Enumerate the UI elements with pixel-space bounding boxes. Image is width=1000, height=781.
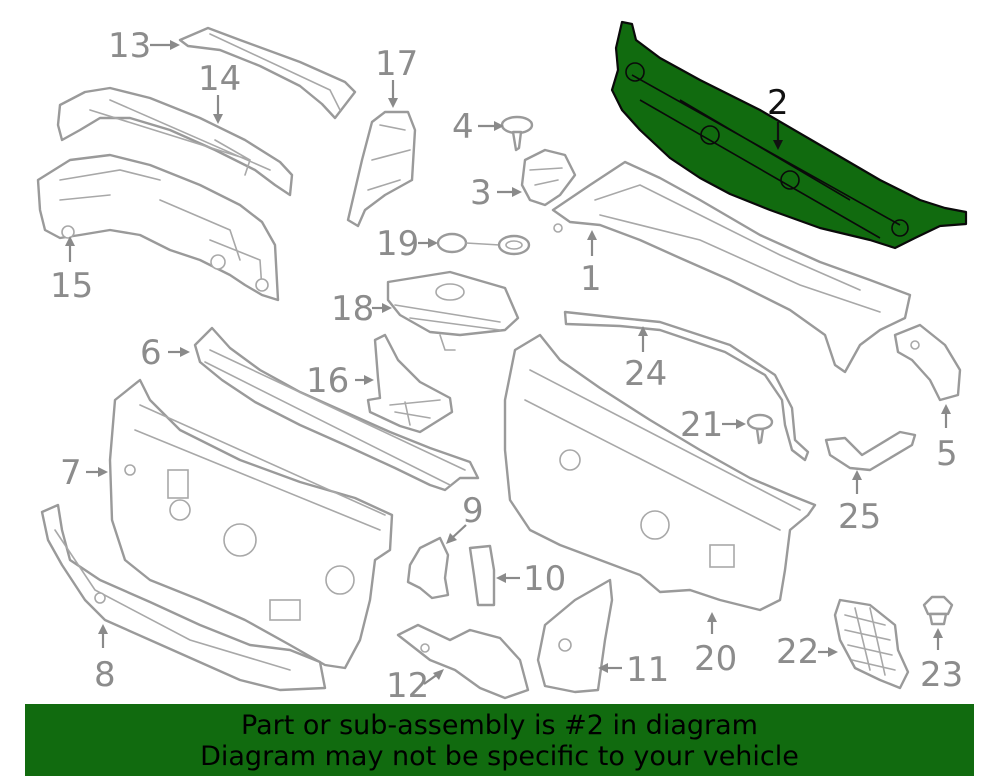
svg-text:3: 3 [470,173,492,213]
svg-text:8: 8 [94,655,116,695]
part-9-bracket [406,536,450,600]
callout-22: 22 [776,632,838,672]
callout-23: 23 [920,628,963,695]
banner-line-2: Diagram may not be specific to your vehi… [200,741,799,772]
part-1-cowl-upper [551,160,912,374]
svg-text:16: 16 [306,361,349,401]
part-19-grommet [436,232,531,256]
part-12-bracket [396,623,530,700]
svg-text:18: 18 [331,289,374,329]
callout-21: 21 [680,405,746,445]
part-13-rail [178,26,357,120]
svg-text:17: 17 [375,44,418,84]
callout-20: 20 [694,612,737,679]
svg-text:14: 14 [198,59,241,99]
callout-5: 5 [936,404,958,474]
part-22-grille-cap [833,598,910,690]
callout-19: 19 [376,224,438,264]
part-18-filter-housing [386,270,520,351]
callout-16: 16 [306,361,374,401]
callout-3: 3 [470,173,522,213]
info-banner: Part or sub-assembly is #2 in diagram Di… [25,704,974,776]
svg-text:15: 15 [50,266,93,306]
part-4-clip [500,115,534,152]
callout-11: 11 [598,650,669,690]
svg-text:12: 12 [386,666,429,700]
part-23-nut [922,595,954,626]
parts-diagram: 13 14 15 17 4 [36,20,968,700]
svg-text:1: 1 [580,259,602,299]
callout-25: 25 [838,470,881,537]
part-3-bracket [520,148,577,207]
part-10-bracket [468,544,496,607]
callout-1: 1 [580,230,602,299]
callout-13: 13 [108,26,180,66]
callout-10: 10 [496,559,566,599]
svg-text:2: 2 [767,83,789,123]
svg-text:5: 5 [936,434,958,474]
part-15-bulkhead [36,153,280,302]
svg-text:10: 10 [523,559,566,599]
callout-7: 7 [60,453,108,493]
svg-text:13: 13 [108,26,151,66]
part-17-bracket [346,110,417,228]
callout-2: 2 [767,83,789,150]
callout-6: 6 [140,333,190,373]
part-25-bracket [824,430,917,472]
svg-text:20: 20 [694,639,737,679]
part-7-firewall [108,378,394,670]
callout-4: 4 [452,107,504,147]
callout-9: 9 [446,491,484,544]
part-11-plate [536,578,614,694]
callout-8: 8 [94,624,116,695]
part-21-clip [746,413,774,445]
svg-text:11: 11 [626,650,669,690]
part-8-duct [40,503,327,692]
svg-text:21: 21 [680,405,723,445]
svg-text:19: 19 [376,224,419,264]
svg-text:24: 24 [624,354,667,394]
callout-12: 12 [386,666,444,700]
part-24-seal [563,310,810,462]
svg-text:4: 4 [452,107,474,147]
svg-text:25: 25 [838,497,881,537]
part-20-firewall-insulation [503,333,817,612]
part-5-bracket [893,323,962,402]
svg-text:7: 7 [60,453,82,493]
callout-24: 24 [624,326,667,394]
part-16-bracket [366,333,454,434]
svg-text:9: 9 [462,491,484,531]
svg-text:22: 22 [776,632,819,672]
part-14-rail [56,86,294,197]
part-6-bar [193,326,480,492]
callout-14: 14 [198,59,241,124]
callout-17: 17 [375,44,418,108]
callout-15: 15 [50,236,93,306]
callout-18: 18 [331,289,392,329]
svg-text:6: 6 [140,333,162,373]
banner-line-1: Part or sub-assembly is #2 in diagram [241,710,758,741]
part-2-cowl-panel[interactable] [610,20,968,250]
svg-text:23: 23 [920,655,963,695]
